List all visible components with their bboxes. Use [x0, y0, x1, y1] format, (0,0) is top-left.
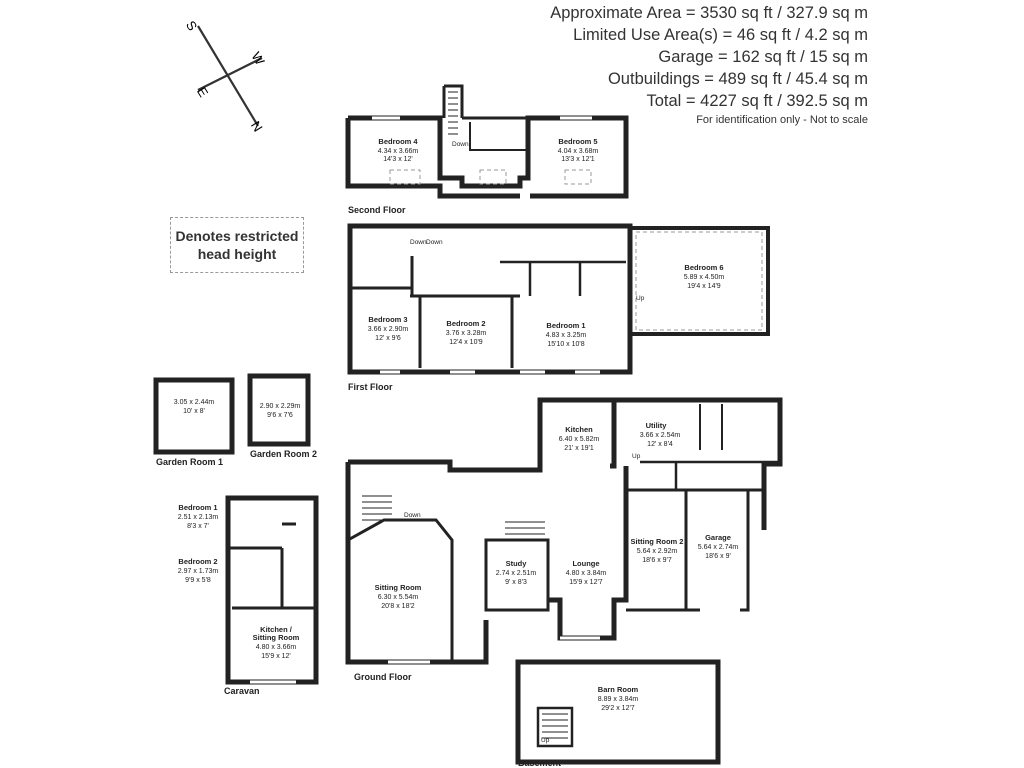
dim-garage-ft: 18'6 x 9' [705, 553, 731, 560]
dim-bed2-m: 3.76 x 3.28m [446, 330, 487, 337]
down-label-first-1: Down [410, 239, 427, 246]
dim-study-m: 2.74 x 2.51m [496, 570, 537, 577]
label-cbed1: Bedroom 1 [178, 503, 217, 512]
area-summary: Approximate Area = 3530 sq ft / 327.9 sq… [550, 2, 868, 126]
total-area: Total = 4227 sq ft / 392.5 sq m [646, 92, 868, 110]
dim-garage-m: 5.64 x 2.74m [698, 544, 739, 551]
down-label-second: Down [452, 141, 469, 148]
dim-kitchen-m: 6.40 x 5.82m [559, 436, 600, 443]
dim-study-ft: 9' x 8'3 [505, 579, 527, 586]
dim-bed1-m: 4.83 x 3.25m [546, 332, 587, 339]
legend-line-1: Denotes restricted [175, 228, 299, 244]
staircases [362, 91, 568, 739]
legend-line-2: head height [197, 246, 277, 262]
dim-utility-m: 3.66 x 2.54m [640, 432, 681, 439]
down-label-ground: Down [404, 512, 421, 519]
label-lounge: Lounge [572, 559, 599, 568]
dim-cbed2-ft: 9'9 x 5'8 [185, 577, 211, 584]
label-bed3: Bedroom 3 [368, 315, 407, 324]
restricted-height-legend: Denotes restricted head height [170, 217, 304, 273]
dim-sitting-m: 6.30 x 5.54m [378, 594, 419, 601]
ground-floor-walls [345, 397, 783, 665]
dim-bed4-m: 4.34 x 3.66m [378, 148, 419, 155]
label-cbed2: Bedroom 2 [178, 557, 217, 566]
dim-ckitchen-ft: 15'9 x 12' [261, 653, 291, 660]
label-bed6: Bedroom 6 [684, 263, 723, 272]
garden-room-2-label: Garden Room 2 [250, 449, 317, 459]
basement-walls [515, 659, 721, 765]
label-bed1: Bedroom 1 [546, 321, 585, 330]
floor-labels: Second Floor First Floor Ground Floor Ba… [156, 205, 561, 768]
label-garage: Garage [705, 533, 731, 542]
basement-label: Basement [518, 758, 561, 768]
stair-annotations: Down Down Down Down Up Up Up [404, 141, 645, 744]
room-labels: Bedroom 4 4.34 x 3.66m 14'3 x 12' Bedroo… [174, 137, 739, 712]
outbuildings-area: Outbuildings = 489 sq ft / 45.4 sq m [607, 70, 868, 88]
label-ckitchen-2: Sitting Room [253, 633, 300, 642]
dim-barn-m: 8.89 x 3.84m [598, 696, 639, 703]
label-bed4: Bedroom 4 [378, 137, 418, 146]
dim-lounge-ft: 15'9 x 12'7 [569, 579, 603, 586]
garden-room-1-label: Garden Room 1 [156, 457, 223, 467]
dim-cbed1-m: 2.51 x 2.13m [178, 514, 219, 521]
label-barn: Barn Room [598, 685, 639, 694]
ground-floor-label: Ground Floor [354, 672, 412, 682]
garden-room-walls [153, 373, 311, 455]
dim-bed1-ft: 15'10 x 10'8 [547, 341, 584, 348]
dim-bed6-ft: 19'4 x 14'9 [687, 283, 721, 290]
up-label-basement: Up [541, 737, 550, 744]
identification-note: For identification only - Not to scale [696, 114, 868, 126]
dim-lounge-m: 4.80 x 3.84m [566, 570, 607, 577]
dim-sitting-ft: 20'8 x 18'2 [381, 603, 415, 610]
dim-gr1-m: 3.05 x 2.44m [174, 399, 215, 406]
window-openings [250, 116, 740, 684]
dim-gr1-ft: 10' x 8' [183, 408, 205, 415]
second-floor-label: Second Floor [348, 205, 406, 215]
label-study: Study [506, 559, 528, 568]
label-sitting2: Sitting Room 2 [631, 537, 684, 546]
down-label-first-2: Down [426, 239, 443, 246]
dim-gr2-m: 2.90 x 2.29m [260, 403, 301, 410]
dim-kitchen-ft: 21' x 19'1 [564, 445, 594, 452]
dim-ckitchen-m: 4.80 x 3.66m [256, 644, 297, 651]
label-sitting: Sitting Room [375, 583, 422, 592]
label-ckitchen-1: Kitchen / [260, 625, 293, 634]
dim-bed3-ft: 12' x 9'6 [375, 335, 401, 342]
label-utility: Utility [646, 421, 668, 430]
dim-bed6-m: 5.89 x 4.50m [684, 274, 725, 281]
approximate-area: Approximate Area = 3530 sq ft / 327.9 sq… [550, 4, 868, 22]
dim-gr2-ft: 9'6 x 7'6 [267, 412, 293, 419]
dim-sitting2-m: 5.64 x 2.92m [637, 548, 678, 555]
limited-use-area: Limited Use Area(s) = 46 sq ft / 4.2 sq … [573, 26, 868, 44]
dim-barn-ft: 29'2 x 12'7 [601, 705, 635, 712]
first-floor-label: First Floor [348, 382, 393, 392]
dim-utility-ft: 12' x 8'4 [647, 441, 673, 448]
compass-icon: S W E N [183, 18, 268, 134]
second-floor-walls [345, 84, 629, 199]
caravan-label: Caravan [224, 686, 260, 696]
restricted-height-zones [389, 169, 763, 331]
dim-cbed2-m: 2.97 x 1.73m [178, 568, 219, 575]
dim-cbed1-ft: 8'3 x 7' [187, 523, 209, 530]
up-label-bed6: Up [636, 295, 645, 302]
caravan-walls [225, 495, 319, 685]
first-floor-walls [347, 223, 770, 375]
dim-bed4-ft: 14'3 x 12' [383, 156, 413, 163]
label-bed5: Bedroom 5 [558, 137, 597, 146]
dim-bed5-m: 4.04 x 3.68m [558, 148, 599, 155]
label-kitchen: Kitchen [565, 425, 593, 434]
garage-area: Garage = 162 sq ft / 15 sq m [658, 48, 868, 66]
label-bed2: Bedroom 2 [446, 319, 485, 328]
dim-sitting2-ft: 18'6 x 9'7 [642, 557, 672, 564]
dim-bed2-ft: 12'4 x 10'9 [449, 339, 483, 346]
up-label-utility: Up [632, 453, 641, 460]
dim-bed3-m: 3.66 x 2.90m [368, 326, 409, 333]
dim-bed5-ft: 13'3 x 12'1 [561, 156, 595, 163]
